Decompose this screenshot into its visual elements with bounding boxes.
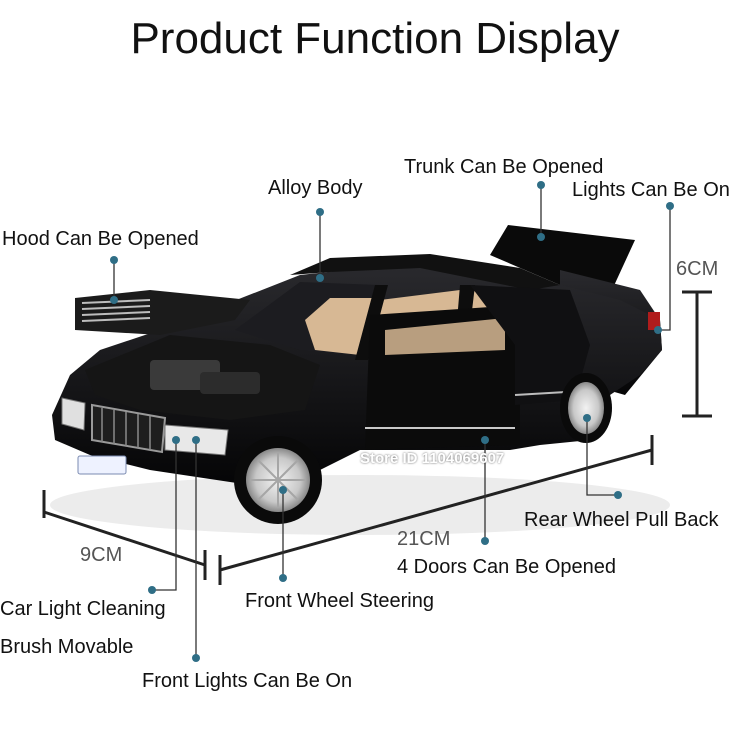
label-brush-line2: Brush Movable bbox=[0, 636, 134, 658]
left-headlight bbox=[61, 397, 86, 431]
label-lights: Lights Can Be On bbox=[572, 179, 730, 201]
label-hood: Hood Can Be Opened bbox=[2, 228, 199, 250]
label-doors: 4 Doors Can Be Opened bbox=[397, 556, 617, 578]
tail-light bbox=[648, 312, 660, 330]
label-trunk: Trunk Can Be Opened bbox=[404, 156, 604, 178]
license-plate bbox=[77, 455, 127, 475]
label-alloy-body: Alloy Body bbox=[268, 177, 363, 199]
label-front-wheel: Front Wheel Steering bbox=[245, 590, 434, 612]
dimension-width: 9CM bbox=[80, 544, 123, 566]
page-title: Product Function Display bbox=[130, 14, 620, 63]
dimension-lines bbox=[42, 290, 712, 585]
dimension-height: 6CM bbox=[676, 258, 719, 280]
label-rear-wheel: Rear Wheel Pull Back bbox=[524, 509, 719, 531]
grille bbox=[91, 403, 167, 454]
label-brush-line1: Car Light Cleaning bbox=[0, 598, 166, 620]
label-front-lights: Front Lights Can Be On bbox=[142, 670, 353, 692]
car-roof bbox=[290, 254, 560, 290]
ground-shadow bbox=[50, 475, 670, 535]
trunk-lid bbox=[490, 225, 635, 290]
store-watermark: Store ID 1104069607 bbox=[360, 450, 505, 467]
interior-front bbox=[305, 298, 375, 355]
dimension-length: 21CM bbox=[397, 528, 451, 550]
